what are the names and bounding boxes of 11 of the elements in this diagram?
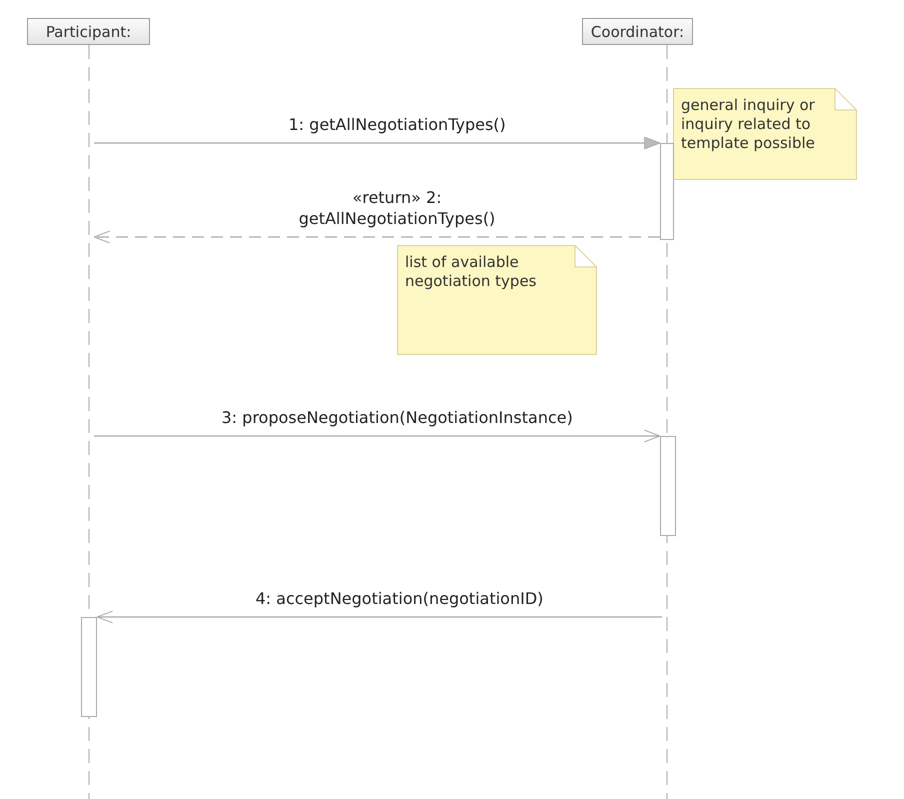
return-message-arrow xyxy=(94,230,660,244)
message-arrow xyxy=(94,136,660,150)
lifeline-header: Participant: xyxy=(27,18,150,45)
lifeline-header: Coordinator: xyxy=(582,18,693,45)
activation-bar xyxy=(660,436,676,536)
note: general inquiry or inquiry related to template possible xyxy=(673,88,857,180)
message-arrow xyxy=(96,610,662,624)
note: list of available negotiation types xyxy=(397,245,597,355)
activation-bar xyxy=(660,143,674,240)
message-arrow xyxy=(94,430,660,442)
activation-bar xyxy=(81,617,97,717)
